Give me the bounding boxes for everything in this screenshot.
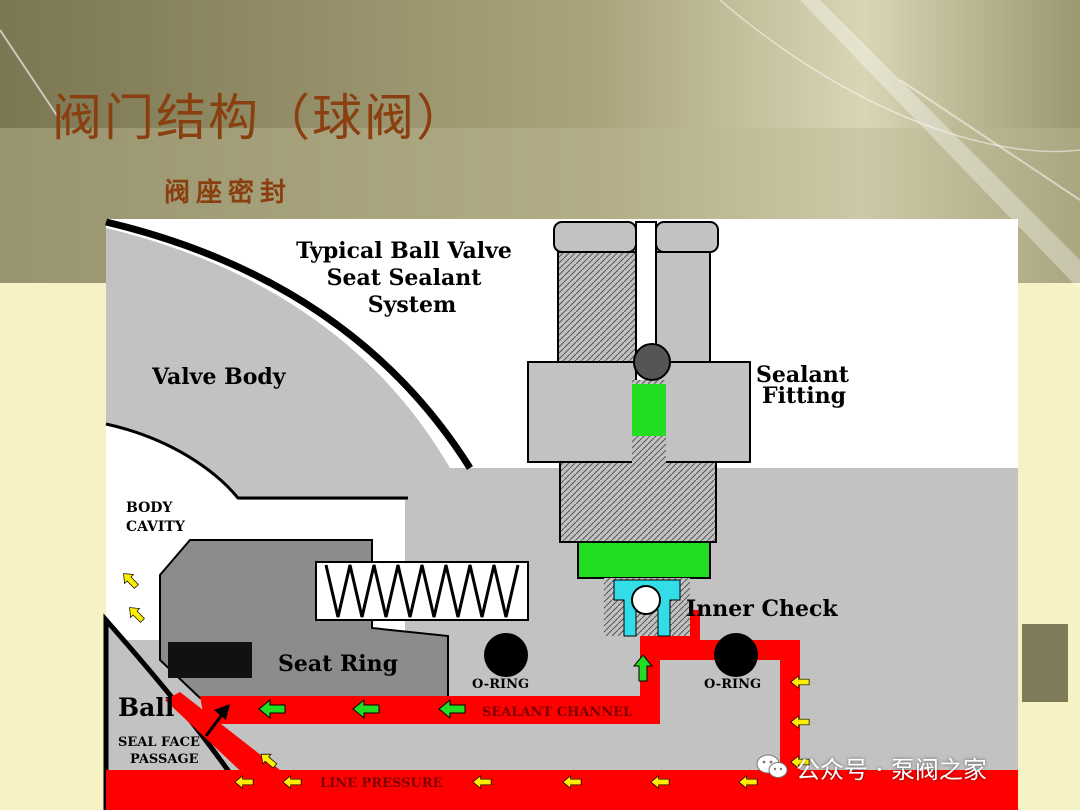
slide-subtitle: 阀座密封 — [164, 178, 293, 208]
label-seal-face-1: SEAL FACE — [118, 735, 200, 750]
pointer-arrow — [204, 711, 226, 737]
seal-face — [168, 642, 252, 678]
label-valve-body: Valve Body — [151, 364, 287, 390]
o-ring-right — [714, 633, 758, 677]
label-sealant-channel: SEALANT CHANNEL — [482, 705, 632, 720]
diagram-title-line-1: Typical Ball Valve — [296, 238, 512, 264]
label-body-cavity-1: BODY — [126, 500, 173, 516]
o-ring-left — [484, 633, 528, 677]
label-sealant-fitting-1: Sealant — [756, 362, 850, 388]
line-pressure-band — [106, 770, 1018, 810]
label-ball: Ball — [118, 693, 174, 722]
decorative-tab — [1022, 624, 1068, 702]
watermark-text: 公众号 · 泵阀之家 — [796, 755, 987, 784]
inner-check-ball — [631, 585, 661, 615]
sealant-fitting — [527, 221, 751, 637]
label-o-ring-right: O-RING — [704, 677, 761, 692]
label-o-ring-left: O-RING — [472, 677, 529, 692]
label-body-cavity-2: CAVITY — [126, 519, 186, 535]
label-inner-check: Inner Check — [686, 596, 838, 622]
diagram-title-line-2: Seat Sealant — [327, 265, 483, 291]
sealant-channel — [200, 610, 800, 770]
watermark: 公众号 · 泵阀之家 — [756, 752, 987, 784]
label-sealant-fitting-2: Fitting — [762, 383, 846, 409]
diagram-title-line-3: System — [368, 292, 457, 318]
label-seal-face-2: PASSAGE — [130, 752, 199, 767]
label-line-pressure: LINE PRESSURE — [320, 776, 443, 791]
spring — [315, 561, 529, 621]
slide-title: 阀门结构（球阀） — [52, 89, 468, 147]
wechat-icon — [756, 754, 788, 778]
label-seat-ring: Seat Ring — [278, 651, 398, 677]
